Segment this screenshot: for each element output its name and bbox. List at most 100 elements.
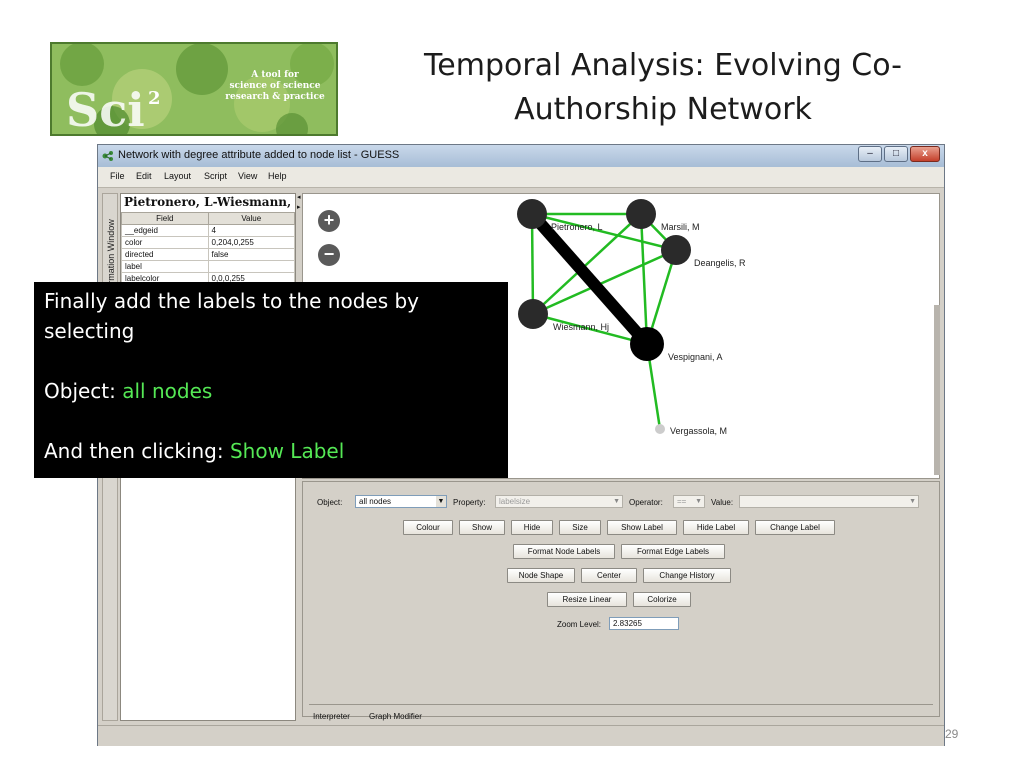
graph-edge[interactable] <box>639 213 649 345</box>
node-label-pietronero: Pietronero, L <box>551 222 603 232</box>
tab-divider <box>309 704 933 705</box>
graph-node-vespignani[interactable] <box>630 327 664 361</box>
field-cell: label <box>121 260 209 273</box>
table-row[interactable]: label <box>121 260 295 273</box>
title-bar[interactable]: Network with degree attribute added to n… <box>98 145 944 168</box>
zoom-out-button[interactable]: − <box>318 244 340 266</box>
value-cell: 4 <box>207 224 295 237</box>
tab-graph-modifier[interactable]: Graph Modifier <box>369 712 422 721</box>
operator-label: Operator: <box>629 498 663 507</box>
graph-node-wiesmann[interactable] <box>518 299 548 329</box>
change-history-button[interactable]: Change History <box>643 568 731 583</box>
slide-title-line: Authorship Network <box>514 92 812 127</box>
maximize-button[interactable]: □ <box>884 146 908 162</box>
operator-select-value: == <box>677 497 687 506</box>
node-label-wiesmann: Wiesmann, Hj <box>553 322 610 332</box>
value-cell: false <box>207 248 295 261</box>
colorize-button[interactable]: Colorize <box>633 592 691 607</box>
network-graph[interactable] <box>303 194 939 478</box>
show-label-button[interactable]: Show Label <box>607 520 677 535</box>
menu-edit[interactable]: Edit <box>136 171 152 181</box>
graph-edge[interactable] <box>532 312 648 346</box>
logo-text-line: research & practice <box>225 92 325 102</box>
field-cell: __edgeid <box>121 224 209 237</box>
chevron-down-icon: ▼ <box>436 496 446 507</box>
node-shape-button[interactable]: Node Shape <box>507 568 575 583</box>
graph-scrollbar[interactable] <box>934 305 940 475</box>
menu-file[interactable]: File <box>110 171 125 181</box>
field-cell: color <box>121 236 209 249</box>
graph-edge[interactable] <box>532 248 677 316</box>
svg-text:2: 2 <box>148 88 161 109</box>
menu-script[interactable]: Script <box>204 171 228 181</box>
menu-layout[interactable]: Layout <box>164 171 192 181</box>
operator-select[interactable]: == ▼ <box>673 495 705 508</box>
svg-text:Sci: Sci <box>66 83 145 134</box>
zoom-level-value: 2.83265 <box>613 619 642 628</box>
logo-text-line: science of science <box>229 81 321 91</box>
property-select[interactable]: labelsize ▼ <box>495 495 623 508</box>
table-header-row: Field Value <box>121 212 295 225</box>
menu-help[interactable]: Help <box>268 171 287 181</box>
callout-click-line: And then clicking: Show Label <box>44 436 498 466</box>
zoom-level-field[interactable]: 2.83265 <box>609 617 679 630</box>
field-cell: directed <box>121 248 209 261</box>
hide-button[interactable]: Hide <box>511 520 553 535</box>
node-label-marsili: Marsili, M <box>661 222 700 232</box>
value-label: Value: <box>711 498 734 507</box>
value-cell <box>207 260 295 273</box>
heavy-graph-edge[interactable] <box>527 210 652 348</box>
hide-label-button[interactable]: Hide Label <box>683 520 749 535</box>
show-button[interactable]: Show <box>459 520 505 535</box>
close-button[interactable]: x <box>910 146 940 162</box>
object-select[interactable]: all nodes ▼ <box>355 495 447 508</box>
page-number: 29 <box>945 727 959 741</box>
field-column-header[interactable]: Field <box>121 212 209 225</box>
graph-edge[interactable] <box>531 212 677 252</box>
graph-edge[interactable] <box>530 213 535 315</box>
callout-object-value: all nodes <box>122 379 213 403</box>
selected-item-name: Pietronero, L-Wiesmann, Hj <box>124 195 296 209</box>
callout-object-line: Object: all nodes <box>44 376 498 406</box>
node-label-vergassola: Vergassola, M <box>670 426 728 436</box>
format-node-labels-button[interactable]: Format Node Labels <box>513 544 615 559</box>
chevron-down-icon: ▼ <box>695 498 702 505</box>
sci2-logo: Sci 2 A tool for science of science rese… <box>50 42 338 136</box>
center-button[interactable]: Center <box>581 568 637 583</box>
panel-collapse-arrows[interactable]: ◂▸ <box>297 194 301 211</box>
menu-bar: File Edit Layout Script View Help <box>98 167 944 188</box>
window-title: Network with degree attribute added to n… <box>118 149 400 161</box>
colour-button[interactable]: Colour <box>403 520 453 535</box>
property-label: Property: <box>453 498 486 507</box>
graph-edge[interactable] <box>532 213 642 315</box>
change-label-button[interactable]: Change Label <box>755 520 835 535</box>
slide-title: Temporal Analysis: Evolving Co- Authorsh… <box>396 44 930 132</box>
format-edge-labels-button[interactable]: Format Edge Labels <box>621 544 725 559</box>
resize-linear-button[interactable]: Resize Linear <box>547 592 627 607</box>
graph-node-pietronero[interactable] <box>517 199 547 229</box>
graph-node-vergassola[interactable] <box>655 424 665 434</box>
guess-app-icon <box>102 151 113 161</box>
size-button[interactable]: Size <box>559 520 601 535</box>
instruction-callout: Finally add the labels to the nodes by s… <box>34 282 508 478</box>
nodes <box>517 199 691 434</box>
minimize-button[interactable]: – <box>858 146 882 162</box>
graph-node-deangelis[interactable] <box>661 235 691 265</box>
graph-modifier-panel: Object: all nodes ▼ Property: labelsize … <box>302 481 940 721</box>
zoom-in-button[interactable]: + <box>318 210 340 232</box>
callout-click-prefix: And then clicking: <box>44 439 230 463</box>
callout-intro-text: Finally add the labels to the nodes by s… <box>44 289 420 343</box>
node-label-vespignani: Vespignani, A <box>668 352 723 362</box>
value-cell: 0,204,0,255 <box>207 236 295 249</box>
menu-view[interactable]: View <box>238 171 258 181</box>
tab-interpreter[interactable]: Interpreter <box>313 712 350 721</box>
callout-click-value: Show Label <box>229 439 345 463</box>
value-column-header[interactable]: Value <box>207 212 295 225</box>
graph-node-marsili[interactable] <box>626 199 656 229</box>
value-select[interactable]: ▼ <box>739 495 919 508</box>
status-bar <box>98 725 944 746</box>
